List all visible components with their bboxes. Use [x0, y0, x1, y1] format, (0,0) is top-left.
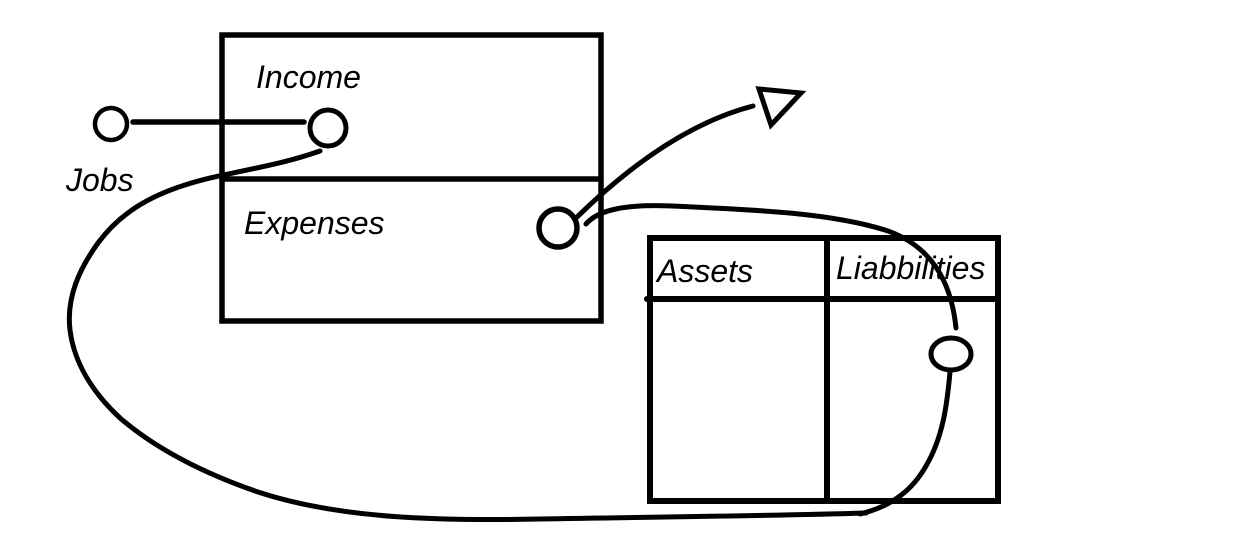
liabilities-to-income-loop-curve: [66, 148, 869, 523]
outflow-arrowhead-icon: [755, 86, 807, 130]
jobs-label: Jobs: [66, 162, 134, 198]
liabilities-header-label: Liabbilities: [836, 250, 986, 286]
income-label: Income: [256, 59, 361, 95]
expenses-to-liabilities-curve: [583, 203, 959, 331]
assets-header-label: Assets: [657, 253, 754, 289]
expenses-node-circle: [536, 206, 580, 250]
jobs-node-circle: [92, 105, 130, 143]
liabilities-node-down-curve: [857, 369, 953, 517]
expenses-label: Expenses: [244, 205, 385, 241]
income-node-circle: [307, 107, 349, 149]
liabilities-node-circle: [928, 335, 974, 373]
expenses-outflow-arrow-shaft: [573, 103, 756, 221]
